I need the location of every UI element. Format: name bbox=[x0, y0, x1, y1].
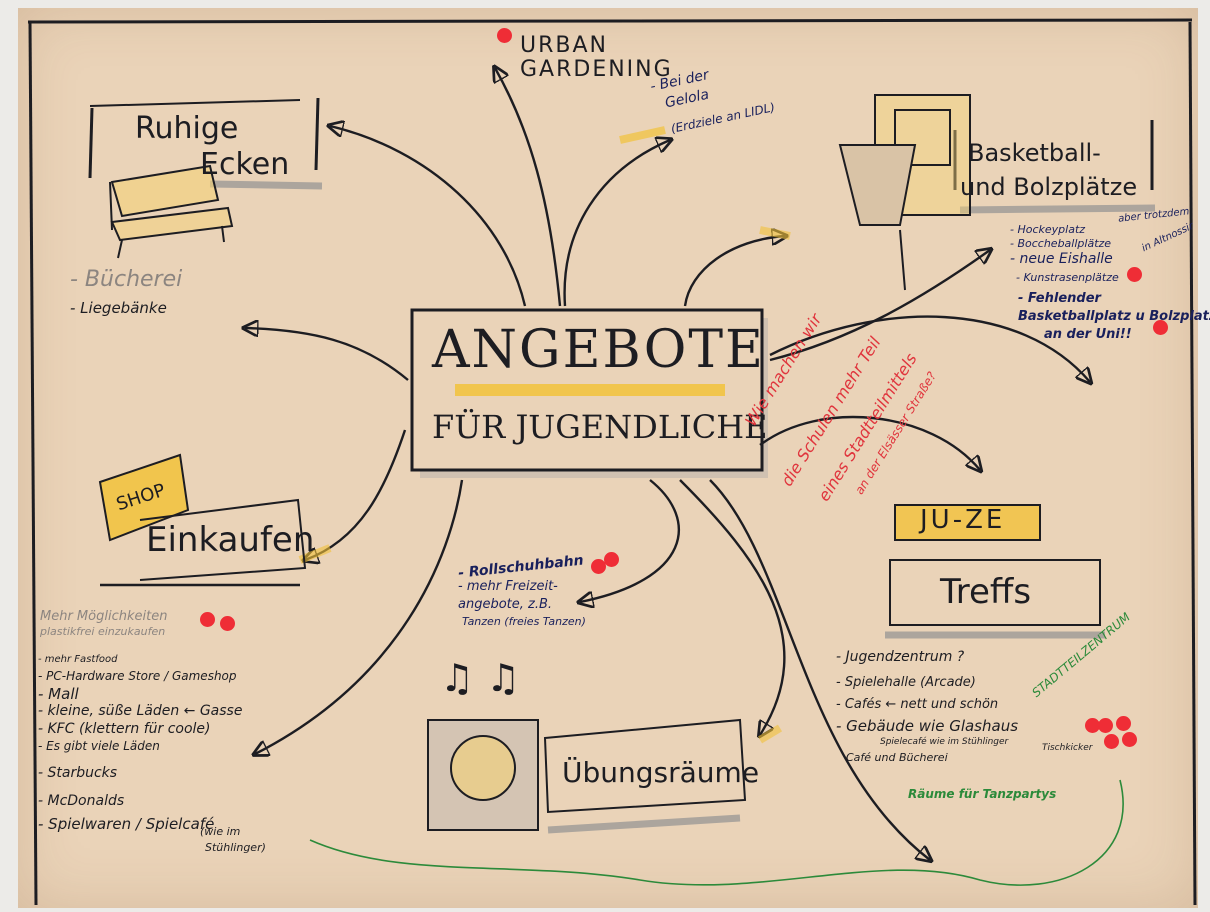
einkaufen-item-10: - McDonalds bbox=[38, 793, 125, 809]
music-notes-icon: ♫ ♫ bbox=[440, 656, 521, 700]
basketball-item-3: - neue Eishalle bbox=[1010, 251, 1113, 267]
einkaufen-item-12: (wie im bbox=[200, 825, 241, 838]
basketball-title-line2: und Bolzplätze bbox=[960, 173, 1138, 201]
einkaufen-item-8: - Es gibt viele Läden bbox=[38, 739, 160, 753]
vote-dot bbox=[497, 28, 512, 43]
vote-dot bbox=[220, 616, 235, 631]
vote-dot bbox=[604, 552, 619, 567]
juze-item-3: - Cafés ← nett und schön bbox=[836, 697, 999, 712]
einkaufen-item-9: - Starbucks bbox=[38, 765, 118, 781]
einkaufen-item-13: Stühlinger) bbox=[205, 841, 266, 854]
juze-item-5: Spielecafé wie im Stühlinger bbox=[880, 737, 1009, 747]
ruhige-title-line1: Ruhige bbox=[135, 111, 239, 146]
basketball-item-6: Basketballplatz u Bolzplatz bbox=[1018, 309, 1210, 324]
basketball-item-7: an der Uni!! bbox=[1044, 327, 1132, 342]
basketball-item-4: - Kunstrasenplätze bbox=[1016, 271, 1119, 284]
juze-item-4: - Gebäude wie Glashaus bbox=[836, 717, 1019, 735]
vote-dot bbox=[1127, 267, 1142, 282]
einkaufen-item-2: plastikfrei einzukaufen bbox=[40, 625, 166, 638]
vote-dot bbox=[1122, 732, 1137, 747]
rollschuh-line3: angebote, z.B. bbox=[458, 597, 553, 612]
vote-dot bbox=[200, 612, 215, 627]
ruhige-item-1: - Bücherei bbox=[70, 267, 183, 292]
rollschuh-line2: - mehr Freizeit- bbox=[458, 579, 558, 594]
vote-dot bbox=[1098, 718, 1113, 733]
vote-dot bbox=[1104, 734, 1119, 749]
juze-item-2: - Spielehalle (Arcade) bbox=[836, 675, 976, 690]
vote-dot bbox=[1153, 320, 1168, 335]
einkaufen-item-3: - mehr Fastfood bbox=[38, 654, 118, 665]
juze-item-7: Tischkicker bbox=[1042, 743, 1093, 753]
uebung-title: Übungsräume bbox=[562, 756, 760, 789]
vote-dot bbox=[591, 559, 606, 574]
einkaufen-item-4: - PC-Hardware Store / Gameshop bbox=[38, 669, 237, 683]
einkaufen-item-1: Mehr Möglichkeiten bbox=[40, 609, 168, 624]
rollschuh-line4: Tanzen (freies Tanzen) bbox=[462, 615, 586, 628]
juze-banner: JU-ZE bbox=[920, 505, 1006, 535]
basketball-item-1: - Hockeyplatz bbox=[1010, 223, 1086, 236]
basketball-item-5: - Fehlender bbox=[1018, 291, 1101, 306]
vote-dot bbox=[1085, 718, 1100, 733]
center-title: ANGEBOTE bbox=[432, 320, 766, 380]
center-subtitle: FÜR JUGENDLICHE bbox=[432, 408, 768, 446]
juze-item-6: Café und Bücherei bbox=[846, 751, 948, 764]
einkaufen-item-7: - KFC (klettern für coole) bbox=[38, 721, 211, 737]
urban-title-line2: GARDENING bbox=[520, 57, 673, 82]
juze-green-note-2: Räume für Tanzpartys bbox=[908, 787, 1057, 801]
ruhige-item-2: - Liegebänke bbox=[70, 299, 167, 317]
urban-title-line1: URBAN bbox=[520, 33, 608, 58]
juze-item-1: - Jugendzentrum ? bbox=[836, 649, 965, 665]
juze-title: Treffs bbox=[940, 572, 1032, 612]
basketball-item-2: - Boccheballplätze bbox=[1010, 237, 1112, 250]
basketball-title-line1: Basketball- bbox=[968, 139, 1101, 167]
vote-dot bbox=[1116, 716, 1131, 731]
einkaufen-item-11: - Spielwaren / Spielcafé bbox=[38, 815, 215, 833]
einkaufen-title: Einkaufen bbox=[146, 520, 315, 560]
einkaufen-item-5: - Mall bbox=[38, 685, 79, 703]
ruhige-title-line2: Ecken bbox=[200, 147, 290, 182]
einkaufen-item-6: - kleine, süße Läden ← Gasse bbox=[38, 703, 243, 719]
